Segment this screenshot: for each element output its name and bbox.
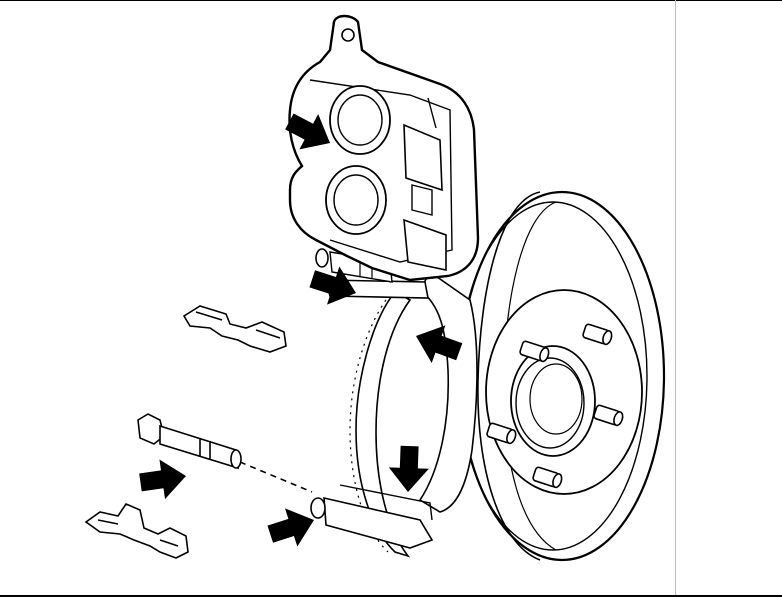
bottom-rule: [0, 595, 782, 597]
caliper-mounting-bracket: [310, 248, 478, 558]
callout-arrow-bracket-lower: [388, 445, 430, 493]
wheel-hub: [485, 289, 643, 495]
callout-arrow-guide-pin: [137, 456, 189, 503]
pad-retainer-clip-upper: [182, 305, 287, 353]
brake-caliper: [288, 14, 480, 282]
top-rule: [0, 0, 782, 1]
column-divider: [675, 0, 676, 597]
caliper-guide-pin: [137, 413, 313, 493]
pad-retainer-clip-lower: [84, 503, 189, 559]
